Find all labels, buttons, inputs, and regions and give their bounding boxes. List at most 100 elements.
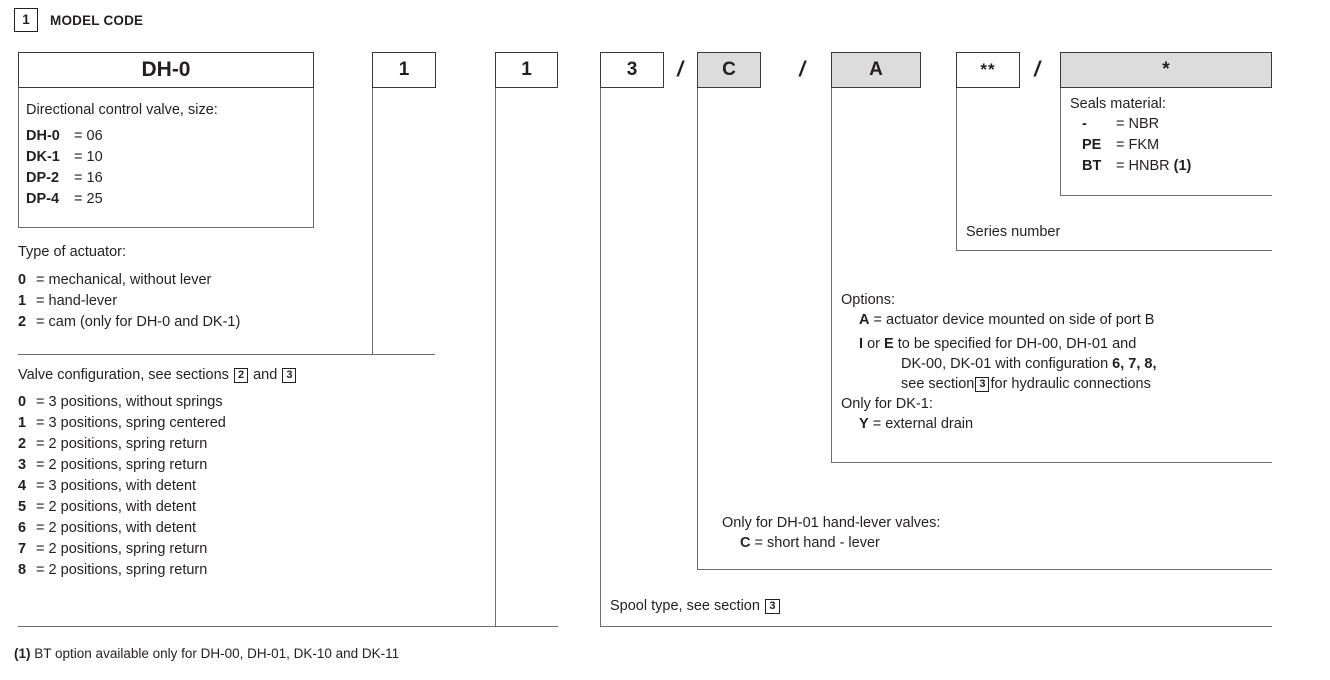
spool-block-text: Spool type, see section <box>610 598 760 614</box>
actuator-key: 2 <box>18 314 27 330</box>
size-key: DP-4 <box>26 191 60 207</box>
config-key: 4 <box>18 478 27 494</box>
config-key: 0 <box>18 394 27 410</box>
seals-key: - <box>1082 116 1087 132</box>
config-eq: = <box>36 499 45 515</box>
option-ie-key1: I <box>859 336 864 352</box>
list-item: 2 = cam (only for DH-0 and DK-1) <box>18 312 438 333</box>
seals-value: NBR <box>1128 116 1160 132</box>
series-block-text: Series number <box>966 224 1061 240</box>
code-box-series[interactable]: ** <box>956 52 1020 88</box>
code-box-hand-lever[interactable]: C <box>697 52 761 88</box>
footnote-marker: (1) <box>14 646 31 661</box>
actuator-block-bracket <box>372 88 435 355</box>
actuator-block-heading: Type of actuator: <box>18 244 127 260</box>
hand-lever-value: short hand - lever <box>767 535 880 551</box>
spool-block: Spool type, see section 3 <box>610 596 781 616</box>
code-box-seals[interactable]: * <box>1060 52 1272 88</box>
size-eq: = <box>74 170 83 186</box>
size-block: Directional control valve, size: DH-0= 0… <box>26 100 316 210</box>
size-value: 16 <box>86 170 103 186</box>
code-box-model[interactable]: DH-0 <box>18 52 314 88</box>
config-eq: = <box>36 562 45 578</box>
size-value: 10 <box>86 149 103 165</box>
list-item: 6 = 2 positions, with detent <box>18 518 498 539</box>
option-a-eq: = <box>873 312 882 328</box>
options-dk-heading: Only for DK-1: <box>841 396 933 412</box>
series-block-bracket <box>956 88 1272 251</box>
config-eq: = <box>36 394 45 410</box>
config-eq: = <box>36 457 45 473</box>
list-item: - = NBR <box>1070 114 1275 135</box>
list-item: DK-1= 10 <box>26 147 316 168</box>
hand-lever-eq: = <box>754 535 763 551</box>
list-item: Y = external drain <box>841 414 1271 435</box>
code-box-spool[interactable]: 3 <box>600 52 664 88</box>
option-y-value: external drain <box>885 416 974 432</box>
section-ref-icon[interactable]: 2 <box>233 368 249 383</box>
code-box-model-value: DH-0 <box>141 58 191 81</box>
hand-lever-block-bracket <box>697 88 1272 570</box>
option-y-eq: = <box>872 416 882 432</box>
section-ref-icon[interactable]: 3 <box>975 377 990 392</box>
seals-block-bracket <box>1060 88 1272 196</box>
code-box-actuator[interactable]: 1 <box>372 52 436 88</box>
option-ie-line2-bold: 6, 7, 8, <box>1112 356 1157 372</box>
code-box-actuator-value: 1 <box>398 59 410 80</box>
list-item: 1 = 3 positions, spring centered <box>18 413 498 434</box>
seals-block: Seals material: - = NBR PE = FKM BT = HN… <box>1070 94 1275 177</box>
section-ref-icon[interactable]: 3 <box>765 599 780 614</box>
code-box-configuration[interactable]: 1 <box>495 52 558 88</box>
option-ie-conj: or <box>867 336 880 352</box>
list-item: 8 = 2 positions, spring return <box>18 560 498 581</box>
options-block: Options: A = actuator device mounted on … <box>841 290 1271 435</box>
list-item: 7 = 2 positions, spring return <box>18 539 498 560</box>
actuator-key: 0 <box>18 272 27 288</box>
seals-note: (1) <box>1173 158 1192 174</box>
code-box-options[interactable]: A <box>831 52 921 88</box>
config-key: 5 <box>18 499 27 515</box>
list-item: BT = HNBR (1) <box>1070 156 1275 177</box>
config-value: 2 positions, with detent <box>48 520 197 536</box>
section-ref-icon[interactable]: 3 <box>282 368 297 383</box>
actuator-value: cam (only for DH-0 and DK-1) <box>48 314 241 330</box>
config-key: 3 <box>18 457 27 473</box>
code-box-seals-value: * <box>1162 59 1170 80</box>
list-item: 5 = 2 positions, with detent <box>18 497 498 518</box>
code-box-options-value: A <box>869 59 883 80</box>
actuator-eq: = <box>36 293 45 309</box>
option-ie-line2: DK-00, DK-01 with configuration 6, 7, 8, <box>859 354 1271 374</box>
seals-heading: Seals material: <box>1070 96 1166 112</box>
code-box-spool-value: 3 <box>626 59 638 80</box>
config-eq: = <box>36 520 45 536</box>
size-block-heading: Directional control valve, size: <box>26 102 218 118</box>
actuator-eq: = <box>36 314 45 330</box>
list-item: 0 = mechanical, without lever <box>18 270 438 291</box>
config-value: 2 positions, with detent <box>48 499 197 515</box>
option-y-key: Y <box>859 416 869 432</box>
config-value: 3 positions, spring centered <box>48 415 226 431</box>
options-block-bracket <box>831 88 1272 463</box>
config-value: 2 positions, spring return <box>48 562 208 578</box>
option-ie: I or E to be specified for DH-00, DH-01 … <box>841 334 1271 394</box>
slash-separator-1: / <box>677 58 683 81</box>
config-eq: = <box>36 415 45 431</box>
section-header: 1 MODEL CODE <box>14 8 143 32</box>
code-box-configuration-value: 1 <box>521 59 532 80</box>
slash-separator-3: / <box>1034 58 1040 81</box>
configuration-block-rule <box>18 625 495 627</box>
config-eq: = <box>36 436 45 452</box>
config-key: 8 <box>18 562 27 578</box>
size-eq: = <box>74 191 83 207</box>
option-ie-line3-post: for hydraulic connections <box>990 376 1151 392</box>
configuration-heading-mid: and <box>253 367 278 383</box>
code-box-hand-lever-value: C <box>722 59 736 80</box>
option-ie-line1-text: to be specified for DH-00, DH-01 and <box>897 336 1137 352</box>
list-item: 3 = 2 positions, spring return <box>18 455 498 476</box>
configuration-block-bracket <box>495 88 558 627</box>
option-ie-line3-pre: see section <box>901 376 975 392</box>
config-value: 2 positions, spring return <box>48 436 208 452</box>
config-value: 2 positions, spring return <box>48 457 208 473</box>
option-ie-key2: E <box>884 336 894 352</box>
config-key: 6 <box>18 520 27 536</box>
